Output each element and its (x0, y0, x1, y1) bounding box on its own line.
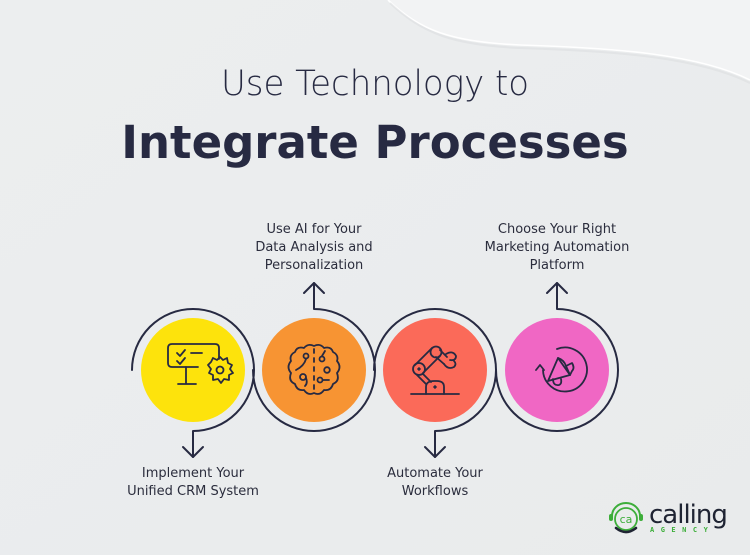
title-line-2: Integrate Processes (121, 116, 629, 169)
step-3-line-2: Workflows (401, 484, 469, 499)
arrow-down-step-1 (182, 446, 204, 458)
ring-step-4 (495, 282, 619, 432)
logo-mark: ca (620, 513, 633, 526)
monitor-checklist-gear-icon (167, 343, 234, 385)
headset-logo-icon: ca (609, 502, 643, 534)
arrow-down-step-3 (424, 446, 446, 458)
step-1-line-2: Unified CRM System (127, 484, 259, 499)
step-label-4: Choose Your Right Marketing Automation P… (467, 221, 647, 275)
logo-word: calling (649, 500, 728, 530)
arrow-up-step-2 (303, 282, 325, 294)
arrow-up-step-4 (546, 282, 568, 294)
circle-step-1 (141, 318, 245, 422)
step-4-line-2: Marketing Automation (484, 240, 630, 255)
ring-step-3 (373, 308, 497, 458)
ring-step-2 (252, 282, 376, 432)
step-2-line-2: Data Analysis and (255, 240, 373, 255)
step-1-line-1: Implement Your (141, 466, 245, 481)
step-2-line-1: Use AI for Your (266, 222, 362, 237)
step-label-2: Use AI for Your Data Analysis and Person… (234, 221, 394, 275)
megaphone-cycle-icon (535, 346, 588, 393)
step-2-line-3: Personalization (264, 258, 364, 273)
step-4-line-1: Choose Your Right (497, 222, 617, 237)
ring-step-1 (131, 308, 255, 458)
step-label-3: Automate Your Workflows (355, 465, 515, 501)
step-3-line-1: Automate Your (387, 466, 483, 481)
circle-step-3 (383, 318, 487, 422)
step-label-1: Implement Your Unified CRM System (113, 465, 273, 501)
brain-ai-icon (287, 343, 341, 395)
calling-agency-logo: ca calling AGENCY (606, 500, 736, 538)
circle-step-4 (505, 318, 609, 422)
robotic-arm-icon (410, 345, 460, 395)
logo-subtitle: AGENCY (650, 526, 715, 534)
step-4-line-3: Platform (529, 258, 585, 273)
title-line-1: Use Technology to (220, 64, 530, 104)
